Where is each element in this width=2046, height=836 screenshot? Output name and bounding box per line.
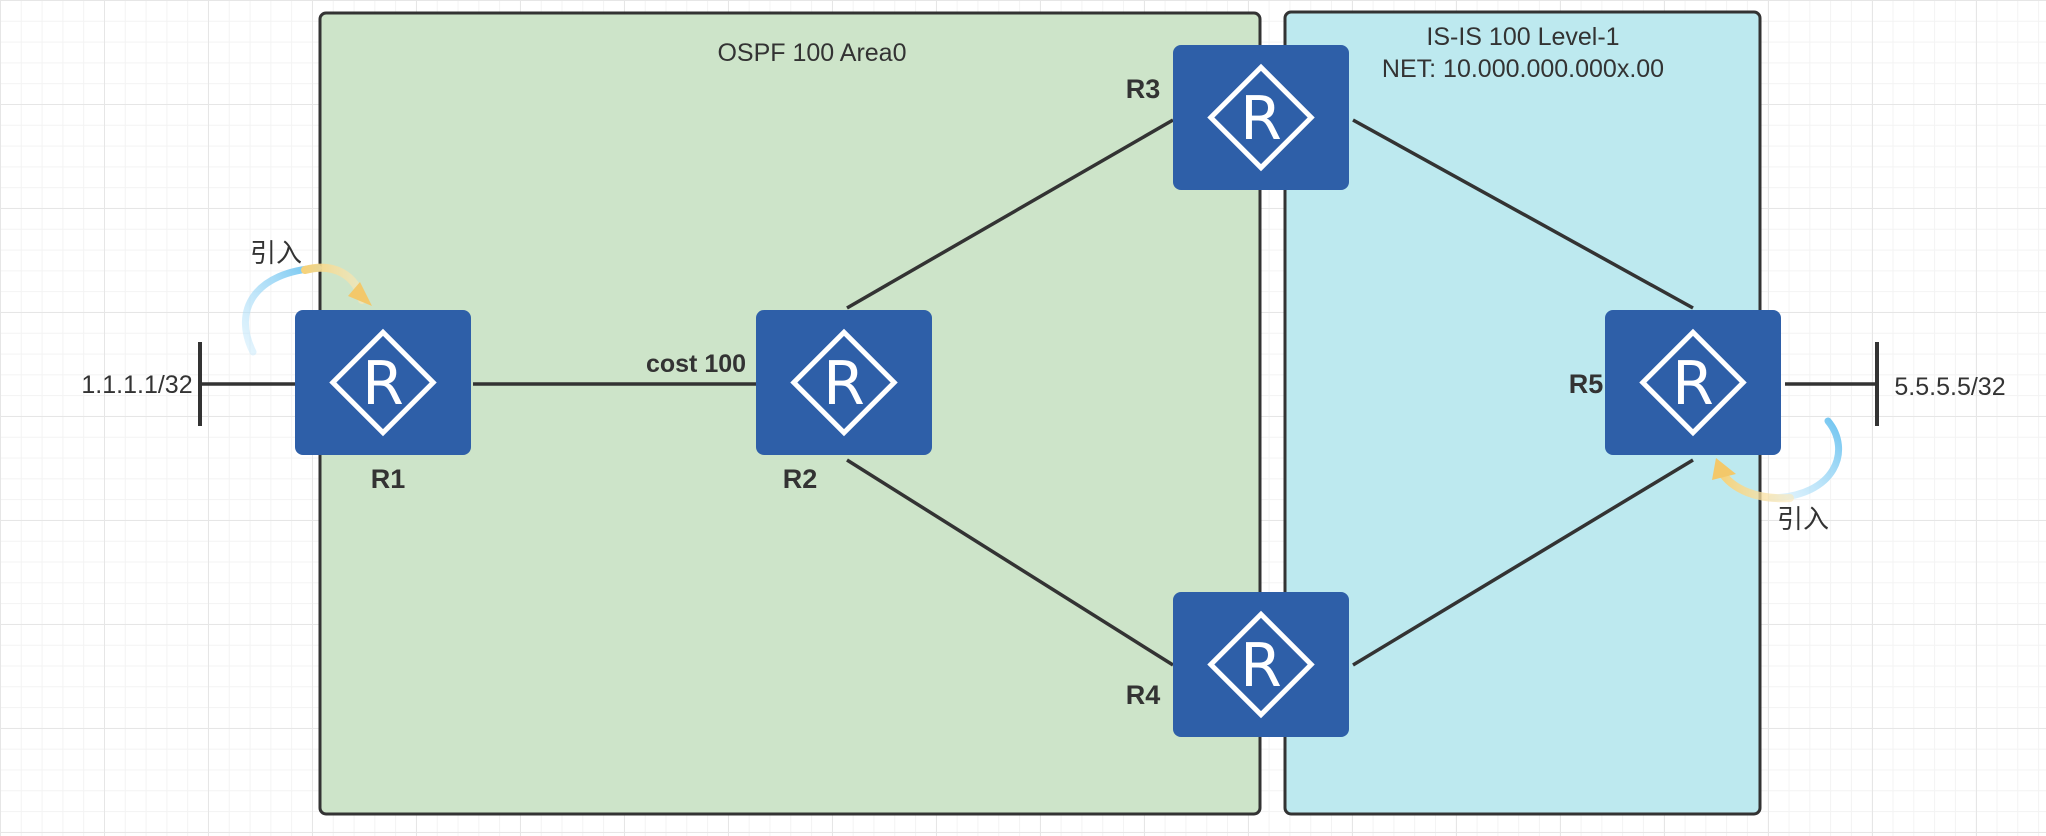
router-r2[interactable] [756,310,932,455]
router-r1[interactable] [295,310,471,455]
router-label-r4: R4 [1126,680,1161,710]
router-label-r1: R1 [371,464,406,494]
router-icon [1605,310,1781,455]
redistribute-label-right: 引入 [1777,505,1829,535]
network-label-right: 5.5.5.5/32 [1894,373,2005,401]
router-r4[interactable] [1173,592,1349,737]
router-label-r3: R3 [1126,74,1161,104]
router-icon [1173,45,1349,190]
router-r5[interactable] [1605,310,1781,455]
router-icon [756,310,932,455]
isis-area-title: IS-IS 100 Level-1 [1426,23,1619,51]
isis-net-label: NET: 10.000.000.000x.00 [1382,55,1664,83]
links [200,118,1877,667]
router-r3[interactable] [1173,45,1349,190]
curved-arrow-icon [1712,417,1843,503]
link-r3-r5 [1352,118,1694,310]
ospf-area-title: OSPF 100 Area0 [717,39,906,67]
curved-arrow-icon [241,263,372,356]
link-cost-label: cost 100 [646,350,746,378]
router-label-r5: R5 [1569,369,1604,399]
link-r2-r3 [846,118,1174,310]
link-r2-r4 [846,458,1174,667]
router-icon [295,310,471,455]
router-icon [1173,592,1349,737]
redistribute-label-left: 引入 [250,239,302,269]
link-r4-r5 [1352,458,1694,667]
network-label-left: 1.1.1.1/32 [81,371,192,399]
router-label-r2: R2 [783,464,818,494]
